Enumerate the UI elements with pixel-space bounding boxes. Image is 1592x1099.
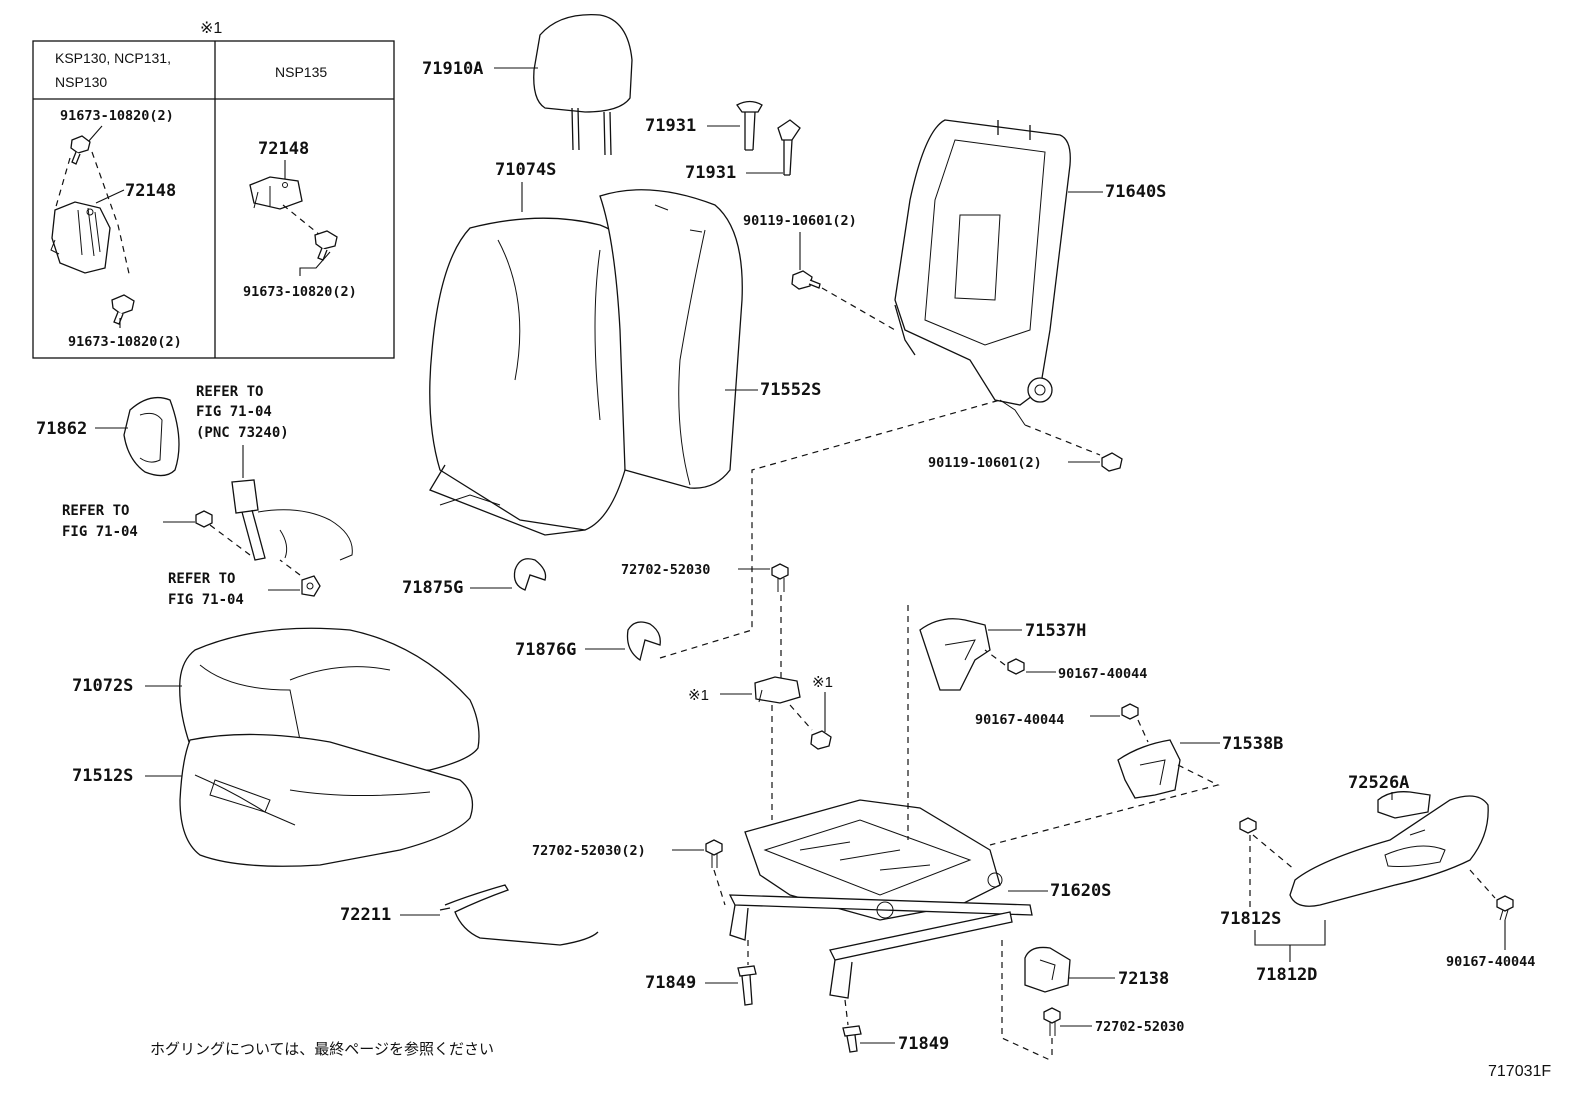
label-cushion-pad: 71512S (72, 766, 133, 786)
inset-col2-header: NSP135 (275, 64, 327, 80)
inset-col1-bracket-icon (50, 201, 111, 274)
seat-cushion-pad (179, 733, 474, 867)
label-back-pad: 71552S (760, 380, 821, 400)
label-adjuster: 71620S (1050, 881, 1111, 901)
label-side-shield: 71862 (36, 419, 87, 439)
label-cap-bottom: 71849 (898, 1034, 949, 1054)
label-cap-left: 71849 (645, 973, 696, 993)
label-hog-ring-g: 71875G (402, 578, 463, 598)
inset-col1-bolt-bottom: 91673-10820(2) (68, 334, 182, 350)
label-bolt-back-upper: 90119-10601(2) (743, 213, 857, 229)
inset-col1-bolt-top-icon (70, 135, 91, 165)
label-headrest-guide-2: 71931 (685, 163, 736, 183)
seat-belt-buckle (231, 479, 353, 561)
clip-71876g (626, 621, 661, 662)
label-knob: 72526A (1348, 773, 1409, 793)
refer1-line1: REFER TO (196, 384, 263, 400)
cover-71538b (1117, 739, 1181, 799)
inset-col1-bolt-top: 91673-10820(2) (60, 108, 174, 124)
seatback-pad (599, 189, 743, 489)
inset-marker: ※1 (200, 20, 222, 37)
inset-col2-bracket-label: 72148 (258, 139, 309, 159)
inset-col1-header-line2: NSP130 (55, 74, 107, 90)
bracket-72148-center (754, 676, 801, 704)
label-screw-top: 72702-52030 (621, 562, 710, 578)
screw-shield-right (1496, 895, 1514, 921)
label-cover-b: 71538B (1222, 734, 1283, 754)
headrest-guide-1 (736, 100, 763, 151)
headrest-guide-2 (777, 119, 801, 176)
screw-90167-b (1121, 703, 1139, 720)
belt-anchor-icon (301, 575, 321, 597)
inset-col2-bolt: 91673-10820(2) (243, 284, 357, 300)
refer1-line2: FIG 71-04 (196, 404, 272, 420)
label-back-cover: 71074S (495, 160, 556, 180)
inset-col1-bracket-label: 72148 (125, 181, 176, 201)
label-shield-s: 71812S (1220, 909, 1281, 929)
label-clip-g: 71876G (515, 640, 576, 660)
label-back-frame: 71640S (1105, 182, 1166, 202)
cap-71849-bottom (842, 1025, 862, 1053)
wire-72211 (439, 884, 599, 946)
label-bolt-back-lower: 90119-10601(2) (928, 455, 1042, 471)
cover-71537h (919, 618, 991, 691)
refer2-line2: FIG 71-04 (62, 524, 138, 540)
label-headrest: 71910A (422, 59, 483, 79)
seatback-cover (429, 217, 639, 536)
screw-90167-h (1007, 658, 1025, 675)
label-screw-bottom: 72702-52030 (1095, 1019, 1184, 1035)
label-screw-h: 90167-40044 (1058, 666, 1147, 682)
label-wire: 72211 (340, 905, 391, 925)
refer1-line3: (PNC 73240) (196, 425, 289, 441)
knob-72526a (1377, 791, 1431, 819)
inset-col2-bracket-icon (249, 176, 303, 210)
screw-72702-adjuster (705, 839, 723, 868)
refer3-line1: REFER TO (168, 571, 235, 587)
marker-left: ※1 (688, 687, 709, 704)
refer3-line2: FIG 71-04 (168, 592, 244, 608)
headrest (533, 14, 633, 156)
inset-col2-bolt-icon (314, 230, 338, 261)
marker-right: ※1 (812, 674, 833, 691)
label-screw-shield: 90167-40044 (1446, 954, 1535, 970)
bolt-back-upper (791, 270, 821, 290)
variant-inset-table: ※1 KSP130, NCP131, NSP130 NSP135 91673-1… (32, 20, 395, 359)
label-cover-h: 71537H (1025, 621, 1086, 641)
inset-col1-bolt-bottom-icon (111, 294, 135, 325)
label-headrest-guide-1: 71931 (645, 116, 696, 136)
seat-adjuster (728, 799, 1033, 999)
footer-note: ホグリングについては、最終ページを参照ください (150, 1041, 494, 1058)
label-cover-inner: 72138 (1118, 969, 1169, 989)
cover-72138 (1024, 946, 1071, 993)
screw-shield-top (1239, 817, 1257, 834)
screw-72702-top (771, 563, 789, 592)
label-screw-b: 90167-40044 (975, 712, 1064, 728)
refer2-line1: REFER TO (62, 503, 129, 519)
figure-code: 717031F (1488, 1063, 1551, 1080)
label-screw-adjuster: 72702-52030(2) (532, 843, 646, 859)
bolt-center-icon (810, 730, 832, 750)
side-shield-71812 (1289, 795, 1489, 907)
belt-nut-icon (195, 510, 213, 528)
side-shield-71862 (123, 396, 180, 477)
cap-71849-left (737, 965, 757, 1006)
label-cushion-cover: 71072S (72, 676, 133, 696)
label-shield-d: 71812D (1256, 965, 1317, 985)
seatback-frame (894, 119, 1071, 426)
screw-72702-bottom (1043, 1007, 1061, 1036)
hog-ring-71875g (513, 558, 547, 591)
inset-col1-header-line1: KSP130, NCP131, (55, 50, 171, 66)
bolt-back-lower (1101, 452, 1123, 472)
